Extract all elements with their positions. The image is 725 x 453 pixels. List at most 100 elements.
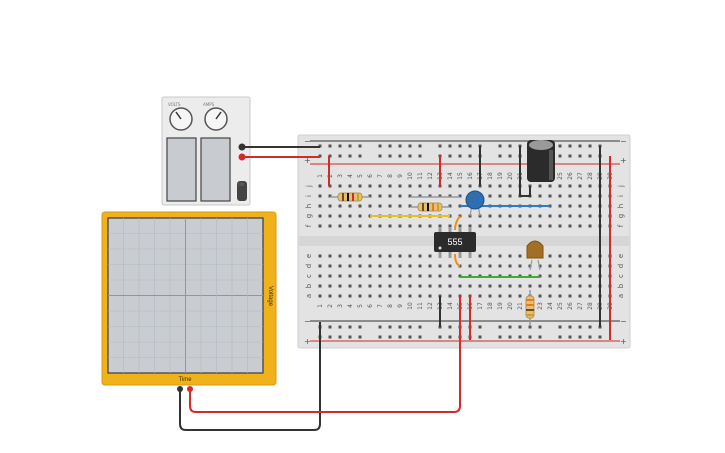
breadboard-hole[interactable] (448, 264, 452, 268)
breadboard-hole[interactable] (388, 294, 392, 298)
rail-hole[interactable] (588, 144, 592, 148)
breadboard-hole[interactable] (368, 204, 372, 208)
rail-hole[interactable] (348, 154, 352, 158)
breadboard-hole[interactable] (328, 214, 332, 218)
breadboard-hole[interactable] (438, 264, 442, 268)
breadboard-hole[interactable] (398, 194, 402, 198)
rail-hole[interactable] (558, 335, 562, 339)
rail-hole[interactable] (358, 144, 362, 148)
breadboard-hole[interactable] (318, 194, 322, 198)
rail-hole[interactable] (578, 154, 582, 158)
breadboard-hole[interactable] (398, 284, 402, 288)
breadboard-hole[interactable] (428, 274, 432, 278)
rail-hole[interactable] (528, 325, 532, 329)
rail-hole[interactable] (338, 325, 342, 329)
rail-hole[interactable] (578, 335, 582, 339)
breadboard-hole[interactable] (508, 294, 512, 298)
breadboard-hole[interactable] (358, 294, 362, 298)
breadboard-hole[interactable] (418, 224, 422, 228)
rail-hole[interactable] (328, 335, 332, 339)
breadboard-hole[interactable] (448, 194, 452, 198)
rail-hole[interactable] (538, 335, 542, 339)
breadboard-hole[interactable] (508, 224, 512, 228)
breadboard-hole[interactable] (588, 214, 592, 218)
breadboard-hole[interactable] (318, 294, 322, 298)
rail-hole[interactable] (538, 325, 542, 329)
breadboard-hole[interactable] (368, 284, 372, 288)
breadboard-hole[interactable] (468, 224, 472, 228)
breadboard-hole[interactable] (418, 194, 422, 198)
breadboard-hole[interactable] (378, 294, 382, 298)
breadboard-hole[interactable] (338, 274, 342, 278)
breadboard-hole[interactable] (548, 224, 552, 228)
breadboard-hole[interactable] (518, 224, 522, 228)
breadboard-hole[interactable] (328, 204, 332, 208)
orange-jumper-bottom[interactable] (454, 253, 461, 267)
breadboard-hole[interactable] (448, 294, 452, 298)
breadboard-hole[interactable] (488, 264, 492, 268)
rail-hole[interactable] (558, 144, 562, 148)
breadboard-hole[interactable] (518, 264, 522, 268)
breadboard-hole[interactable] (388, 224, 392, 228)
breadboard-hole[interactable] (548, 294, 552, 298)
breadboard-hole[interactable] (508, 194, 512, 198)
rail-hole[interactable] (408, 144, 412, 148)
rail-hole[interactable] (588, 325, 592, 329)
breadboard-hole[interactable] (398, 204, 402, 208)
breadboard-hole[interactable] (488, 254, 492, 258)
breadboard-hole[interactable] (318, 204, 322, 208)
breadboard-hole[interactable] (588, 224, 592, 228)
breadboard-hole[interactable] (498, 184, 502, 188)
breadboard-hole[interactable] (398, 254, 402, 258)
breadboard-hole[interactable] (528, 224, 532, 228)
breadboard-hole[interactable] (588, 184, 592, 188)
led[interactable] (526, 240, 544, 271)
breadboard-hole[interactable] (488, 294, 492, 298)
breadboard-hole[interactable] (398, 294, 402, 298)
rail-hole[interactable] (568, 144, 572, 148)
rail-hole[interactable] (358, 325, 362, 329)
breadboard-hole[interactable] (398, 184, 402, 188)
rail-hole[interactable] (558, 154, 562, 158)
breadboard-hole[interactable] (328, 284, 332, 288)
rail-hole[interactable] (578, 144, 582, 148)
breadboard-hole[interactable] (358, 184, 362, 188)
rail-hole[interactable] (348, 325, 352, 329)
rail-hole[interactable] (448, 335, 452, 339)
rail-hole[interactable] (358, 154, 362, 158)
breadboard-hole[interactable] (588, 254, 592, 258)
rail-hole[interactable] (598, 335, 602, 339)
rail-hole[interactable] (508, 144, 512, 148)
breadboard-hole[interactable] (338, 264, 342, 268)
rail-hole[interactable] (498, 144, 502, 148)
breadboard-hole[interactable] (318, 224, 322, 228)
breadboard-hole[interactable] (478, 224, 482, 228)
breadboard-hole[interactable] (448, 224, 452, 228)
breadboard-hole[interactable] (558, 224, 562, 228)
breadboard-hole[interactable] (498, 214, 502, 218)
rail-hole[interactable] (568, 335, 572, 339)
rail-hole[interactable] (498, 154, 502, 158)
rail-hole[interactable] (328, 144, 332, 148)
breadboard-hole[interactable] (398, 264, 402, 268)
scope-signal-wire[interactable] (189, 296, 461, 413)
breadboard-hole[interactable] (508, 254, 512, 258)
rail-hole[interactable] (448, 144, 452, 148)
breadboard-hole[interactable] (458, 184, 462, 188)
breadboard-hole[interactable] (568, 184, 572, 188)
rail-hole[interactable] (458, 144, 462, 148)
electrolytic-capacitor[interactable] (527, 140, 555, 182)
breadboard-hole[interactable] (368, 264, 372, 268)
breadboard-hole[interactable] (378, 284, 382, 288)
breadboard-hole[interactable] (368, 224, 372, 228)
breadboard-hole[interactable] (408, 294, 412, 298)
breadboard-hole[interactable] (388, 284, 392, 288)
breadboard-hole[interactable] (348, 264, 352, 268)
breadboard-hole[interactable] (578, 194, 582, 198)
breadboard-hole[interactable] (338, 284, 342, 288)
breadboard-hole[interactable] (438, 224, 442, 228)
rail-hole[interactable] (458, 154, 462, 158)
rail-hole[interactable] (378, 335, 382, 339)
breadboard-hole[interactable] (578, 184, 582, 188)
breadboard-hole[interactable] (478, 284, 482, 288)
